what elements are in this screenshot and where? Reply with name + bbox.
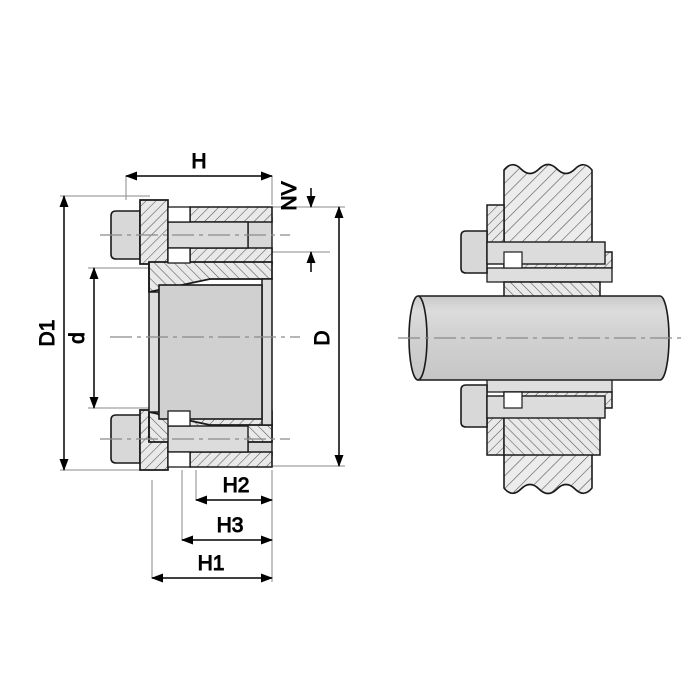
dimension-label-H2: H2 bbox=[223, 474, 250, 497]
installed-assembly-view bbox=[398, 163, 685, 495]
extension-lines bbox=[60, 176, 345, 582]
clamping-bore bbox=[158, 284, 263, 420]
dimension-label-D1: D1 bbox=[36, 320, 59, 347]
dimension-label-d: d bbox=[66, 332, 89, 344]
dimension-label-NV: NV bbox=[278, 181, 301, 210]
dimension-annotations: H NV D1 d D H2 H3 bbox=[36, 150, 344, 583]
cross-section-view bbox=[60, 176, 345, 582]
dimension-label-H3: H3 bbox=[217, 514, 244, 537]
dimension-label-H: H bbox=[191, 150, 206, 173]
centerlines bbox=[100, 234, 300, 440]
assembly-gap-slots bbox=[167, 206, 191, 468]
assembly-gap-slots bbox=[503, 251, 523, 409]
dimension-label-D: D bbox=[311, 330, 334, 345]
hub-upper bbox=[503, 163, 593, 253]
dimension-label-H1: H1 bbox=[198, 552, 225, 575]
